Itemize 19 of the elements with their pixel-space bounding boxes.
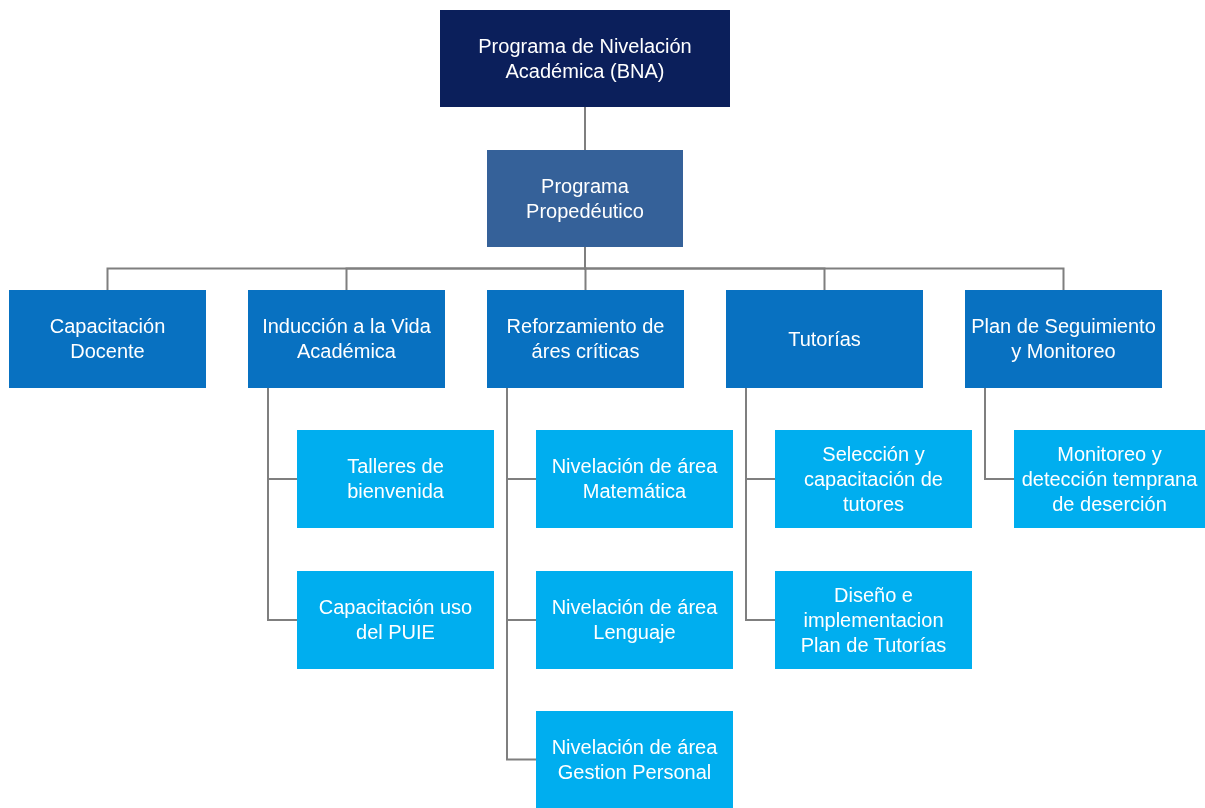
connector-line [984, 387, 1015, 480]
activity-box: Nivelación de área Lenguaje [536, 571, 733, 669]
connector-line [267, 387, 298, 621]
activity-box: Talleres de bienvenida [297, 430, 494, 528]
activity-box: Selección y capacitación de tutores [775, 430, 972, 528]
component-box: Tutorías [726, 290, 923, 388]
connector-line [745, 387, 776, 621]
component-box: Plan de Seguimiento y Monitoreo [965, 290, 1162, 388]
activity-box: Nivelación de área Gestion Personal [536, 711, 733, 808]
activity-box: Diseño e implementacion Plan de Tutorías [775, 571, 972, 669]
activity-box: Capacitación uso del PUIE [297, 571, 494, 669]
component-box: Inducción a la Vida Académica [248, 290, 445, 388]
component-box: Capacitación Docente [9, 290, 206, 388]
activity-box: Monitoreo y detección temprana de deserción [1014, 430, 1205, 528]
component-box: Reforzamiento de áres críticas [487, 290, 684, 388]
program-box: Programa Propedéutico [487, 150, 683, 247]
activity-box: Nivelación de área Matemática [536, 430, 733, 528]
connector-line [584, 106, 586, 151]
program-box: Programa de Nivelación Académica (BNA) [440, 10, 730, 107]
